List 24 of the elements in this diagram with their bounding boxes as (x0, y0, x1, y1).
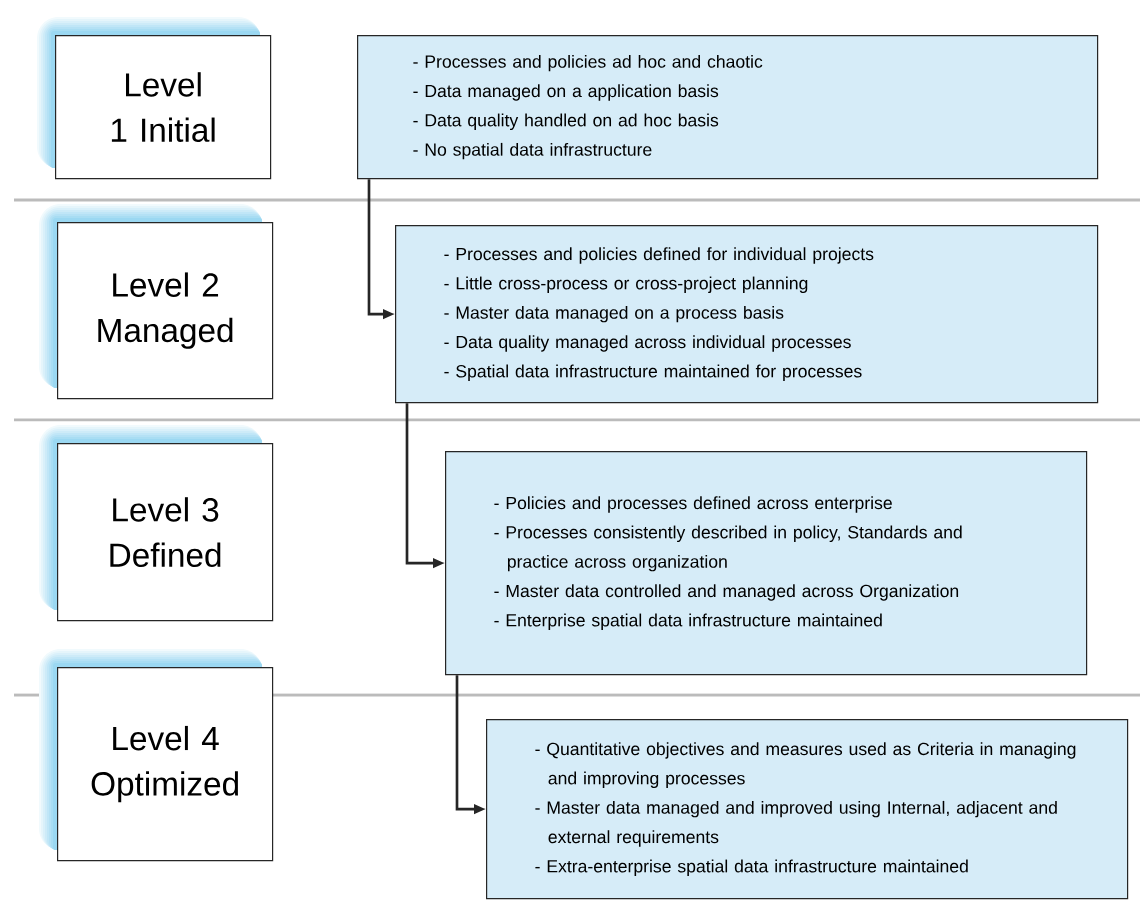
bullet-text: - Enterprise spatial data infrastructure maintained (494, 613, 882, 630)
bullet-text: - Processes and policies defined for individual projects (444, 247, 874, 264)
bullet-text: - Spatial data infrastructure maintained for processes (444, 364, 862, 381)
bullet-text: - Processes and policies ad hoc and chaotic (413, 54, 763, 72)
description-box (357, 35, 1099, 180)
bullet-text: - Data managed on a application basis (413, 84, 719, 101)
bullet-text: - Extra-enterprise spatial data infrastructure maintained (535, 859, 968, 876)
bullet-text: - Data quality managed across individual processes (444, 335, 851, 352)
bullet-text: - Data quality handled on ad hoc basis (413, 113, 719, 130)
bullet-text: - Processes consistently described in policy, Standards and practice across organization (494, 525, 962, 572)
level-box: Level 2 Managed (39, 204, 274, 400)
bullet-text: - Master data managed on a process basis (444, 305, 784, 323)
bullet-text: - No spatial data infrastructure (413, 142, 652, 160)
description-box (445, 451, 1088, 676)
bullet-text: - Master data controlled and managed across Organization (494, 584, 959, 601)
level-box: Level 4 Optimized (39, 649, 274, 862)
level-box: Level 1 Initial (37, 17, 272, 180)
level-box: Level 3 Defined (39, 425, 274, 622)
bullet-text: - Little cross-process or cross-project planning (444, 276, 808, 293)
description-box (486, 719, 1129, 900)
bullet-text: - Quantitative objectives and measures used as Criteria in managing and improving processes (535, 742, 1076, 788)
description-box (395, 225, 1099, 404)
bullet-text: - Master data managed and improved using Internal, adjacent and external requirements (535, 800, 1057, 847)
bullet-text: - Policies and processes defined across enterprise (494, 496, 892, 513)
